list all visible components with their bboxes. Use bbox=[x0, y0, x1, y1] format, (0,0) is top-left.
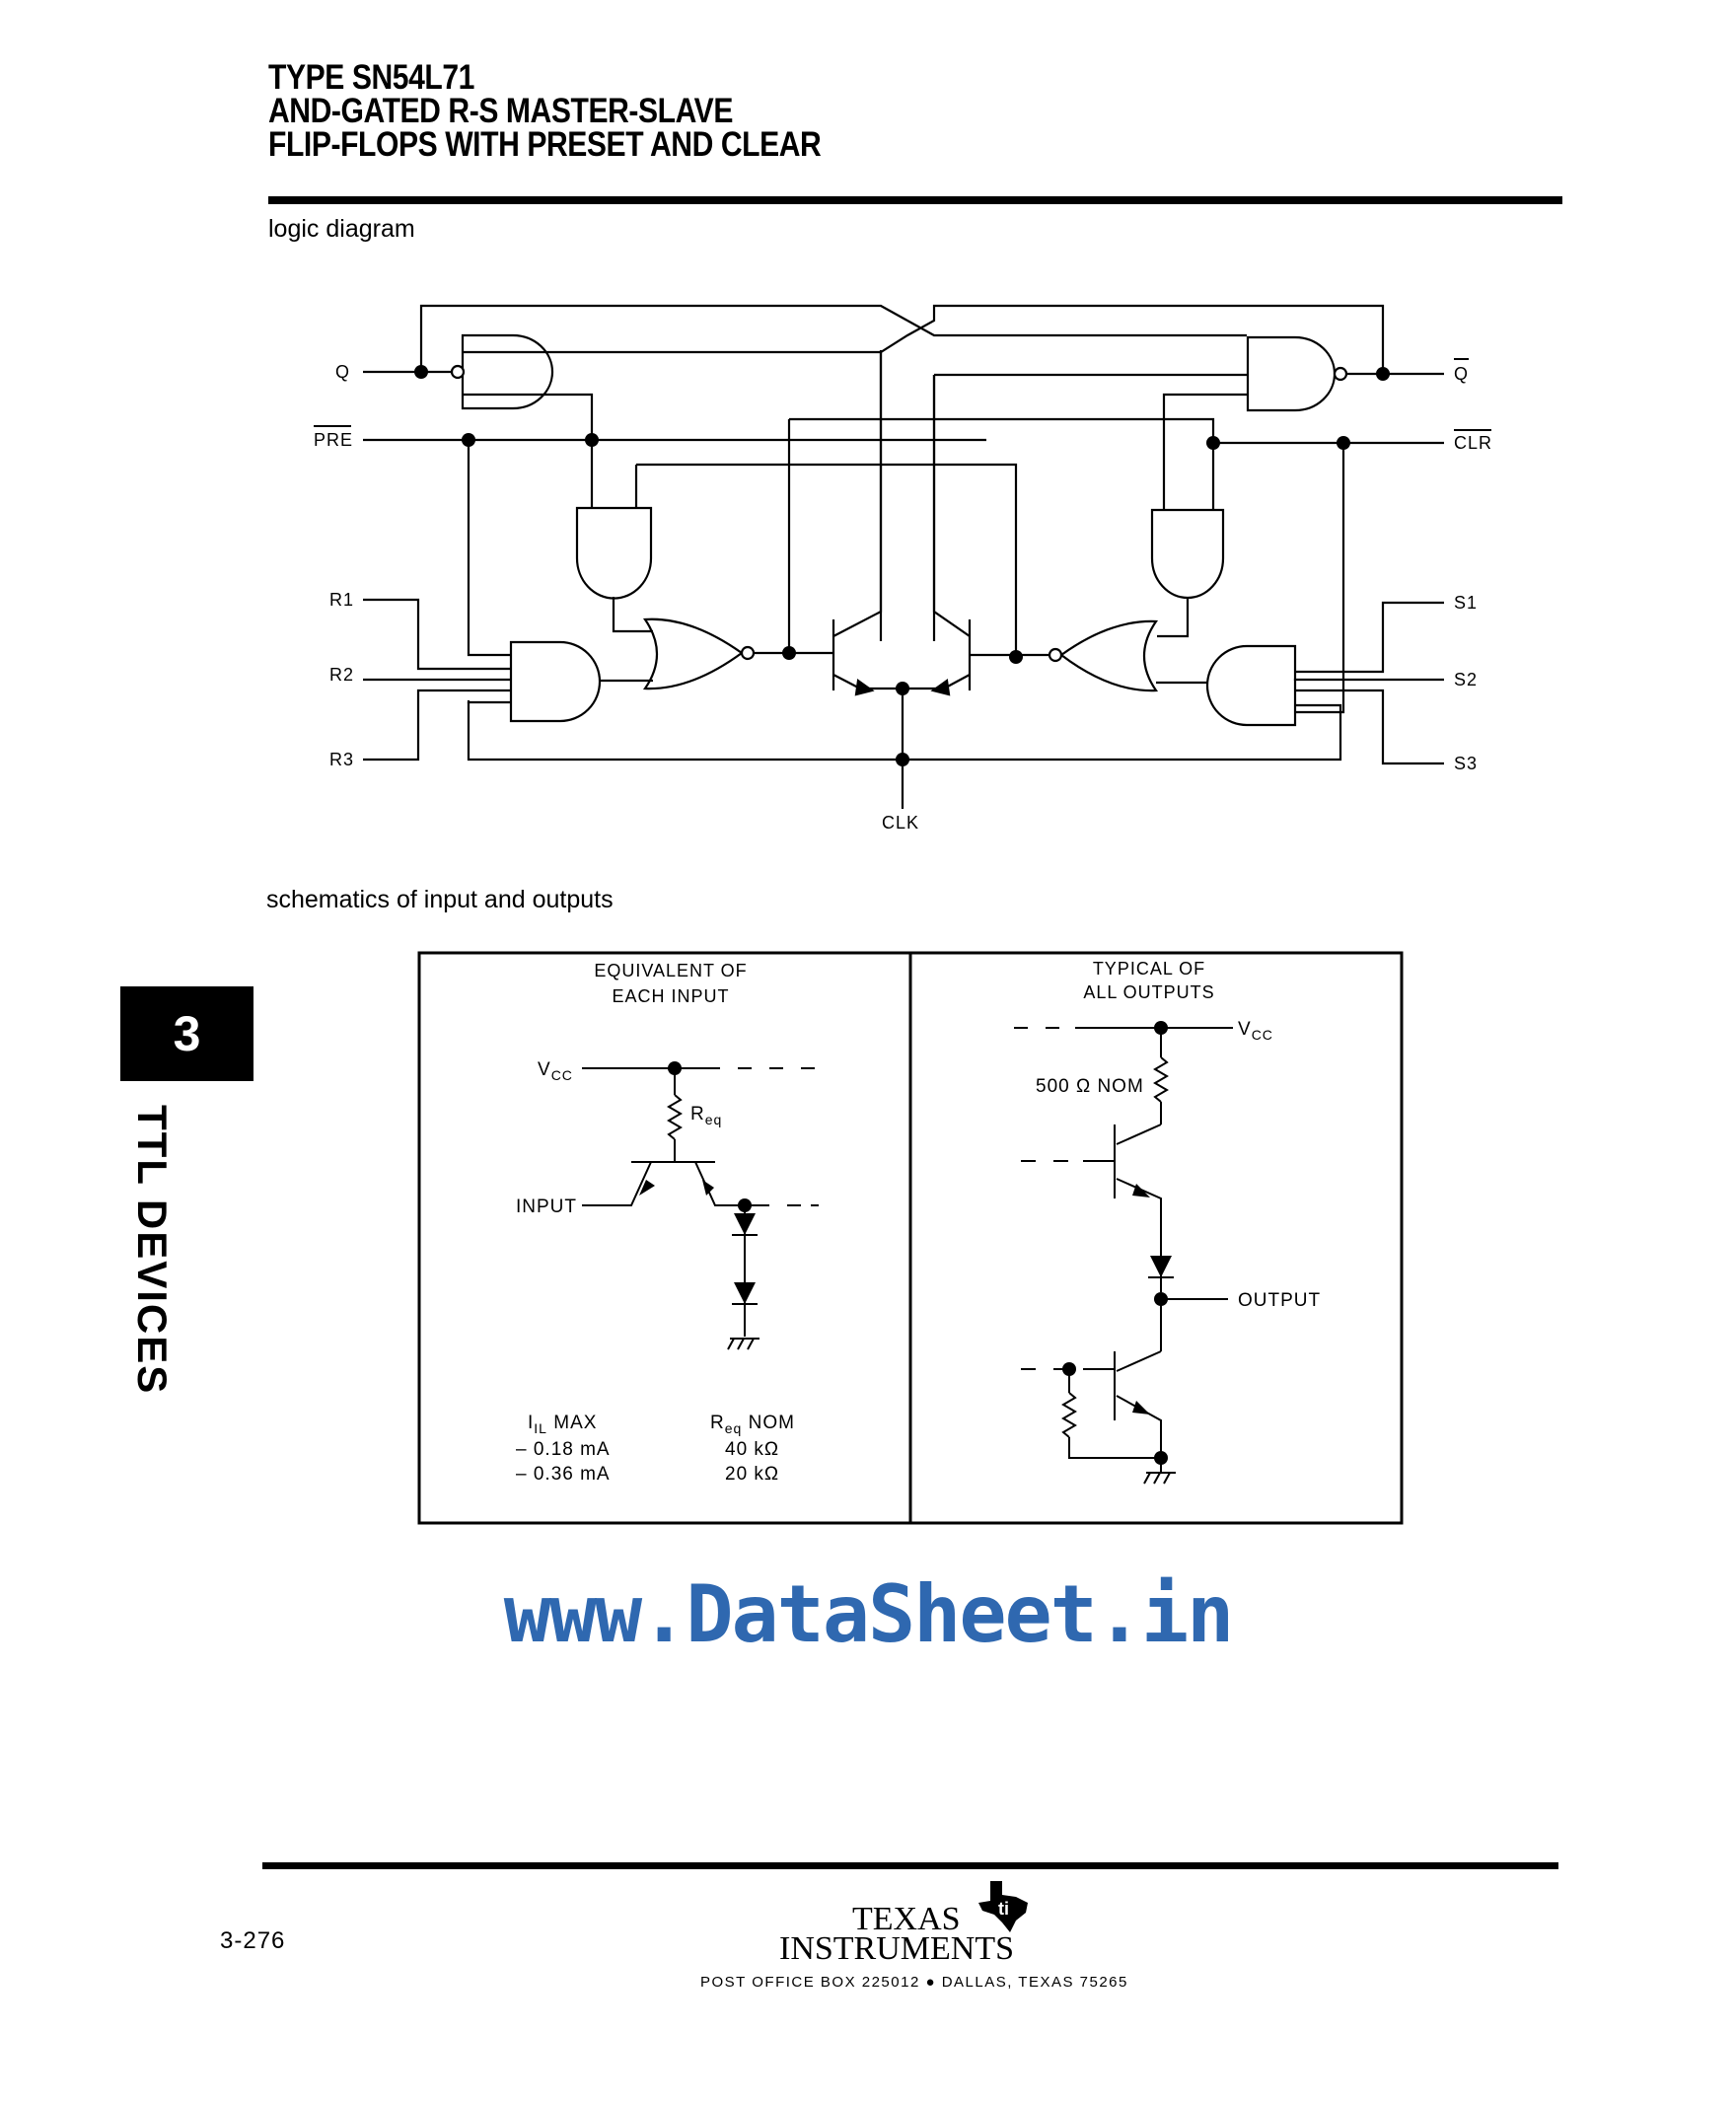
logic-diagram: Q Q PRE CLR R1 R2 R3 S1 S2 S3 CLK bbox=[314, 304, 1492, 833]
logic-diagram-heading: logic diagram bbox=[268, 215, 415, 243]
output-panel-title-2: ALL OUTPUTS bbox=[1083, 982, 1214, 1002]
label-r1: R1 bbox=[329, 590, 354, 610]
footer-rule bbox=[262, 1862, 1558, 1869]
left-nor-gate bbox=[642, 617, 744, 690]
label-pre: PRE bbox=[314, 430, 353, 450]
page-number: 3-276 bbox=[220, 1927, 286, 1954]
company-address: POST OFFICE BOX 225012 ● DALLAS, TEXAS 7… bbox=[700, 1974, 1128, 1991]
right-output-nand-gate bbox=[1246, 335, 1337, 412]
label-q-bar: Q bbox=[1454, 364, 1469, 384]
texas-state-icon: ti bbox=[978, 1881, 1028, 1932]
title-line-1: TYPE SN54L71 bbox=[268, 58, 474, 97]
ti-logo: TEXAS INSTRUMENTS ti POST OFFICE BOX 225… bbox=[700, 1879, 1126, 1991]
right-nor-gate bbox=[1059, 619, 1159, 692]
right-input-and-gate bbox=[1205, 644, 1297, 727]
input-label: INPUT bbox=[516, 1197, 577, 1217]
title-line-2: AND-GATED R-S MASTER-SLAVE bbox=[268, 92, 733, 130]
label-s3: S3 bbox=[1454, 754, 1478, 773]
output-panel-title-1: TYPICAL OF bbox=[1093, 959, 1205, 979]
label-q: Q bbox=[335, 362, 350, 382]
iil-row-1: – 0.18 mA bbox=[516, 1439, 611, 1460]
output-resistor-label: 500 Ω NOM bbox=[1036, 1076, 1144, 1097]
right-feedback-and-gate bbox=[1150, 508, 1225, 600]
document-title: TYPE SN54L71 AND-GATED R-S MASTER-SLAVE … bbox=[268, 58, 822, 164]
company-name-line-1: TEXAS bbox=[852, 1901, 961, 1937]
req-row-2: 20 kΩ bbox=[725, 1464, 779, 1485]
left-output-nand-gate bbox=[461, 333, 554, 410]
output-vcc-label: VCC bbox=[1238, 1019, 1273, 1043]
left-feedback-and-gate bbox=[575, 506, 653, 600]
input-panel-title-1: EQUIVALENT OF bbox=[594, 961, 747, 980]
section-tab-number: 3 bbox=[120, 986, 253, 1081]
req-nom-header: Req NOM bbox=[710, 1413, 795, 1436]
input-req-label: Req bbox=[690, 1104, 722, 1127]
svg-text:ti: ti bbox=[998, 1899, 1009, 1919]
output-label: OUTPUT bbox=[1238, 1290, 1321, 1311]
label-s2: S2 bbox=[1454, 670, 1478, 689]
company-name-line-2: INSTRUMENTS bbox=[779, 1930, 1015, 1967]
label-r3: R3 bbox=[329, 750, 354, 769]
section-tab-text: TTL DEVICES bbox=[129, 1105, 176, 1396]
title-line-3: FLIP-FLOPS WITH PRESET AND CLEAR bbox=[268, 125, 822, 164]
schematics-heading: schematics of input and outputs bbox=[266, 886, 614, 913]
label-s1: S1 bbox=[1454, 593, 1478, 613]
input-vcc-label: VCC bbox=[538, 1059, 573, 1083]
left-input-and-gate bbox=[509, 640, 602, 723]
schematics-box: EQUIVALENT OF EACH INPUT VCC Req INP bbox=[417, 951, 1404, 1525]
header-rule bbox=[268, 196, 1562, 204]
label-clk: CLK bbox=[882, 813, 919, 833]
input-panel-title-2: EACH INPUT bbox=[612, 986, 729, 1006]
req-row-1: 40 kΩ bbox=[725, 1439, 779, 1460]
iil-row-2: – 0.36 mA bbox=[516, 1464, 611, 1485]
label-r2: R2 bbox=[329, 665, 354, 685]
label-clr: CLR bbox=[1454, 433, 1492, 453]
iil-max-header: IIL MAX bbox=[528, 1413, 597, 1436]
watermark: www.DataSheet.in bbox=[503, 1568, 1235, 1660]
